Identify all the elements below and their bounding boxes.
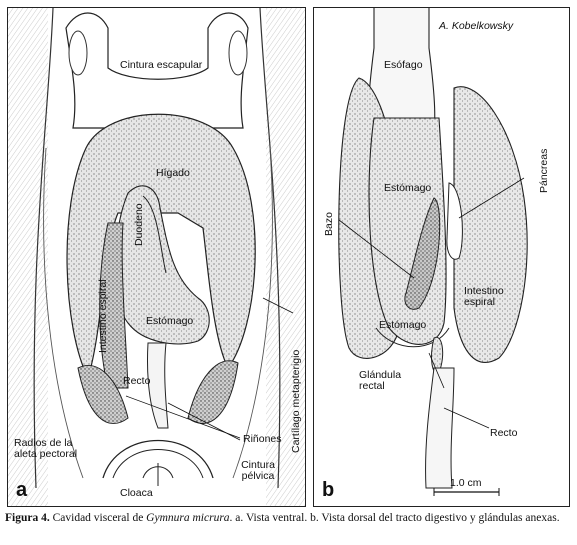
spiral-intestine-shape xyxy=(99,222,129,389)
kidney-right xyxy=(187,360,239,424)
fin-radii-left xyxy=(8,8,48,506)
label-cloaca: Cloaca xyxy=(120,487,153,499)
label-recto: Recto xyxy=(123,375,151,387)
spleen-shape xyxy=(404,197,441,310)
caption-text-after: . a. Vista ventral. b. Vista dorsal del … xyxy=(229,512,560,524)
label-pancreas: Páncreas xyxy=(538,148,550,193)
label-estomago-lower: Estómago xyxy=(379,319,427,331)
label-cintura-escapular: Cintura escapular xyxy=(120,59,203,71)
label-rinones: Riñones xyxy=(243,433,282,445)
label-glandula-rectal: Glándula rectal xyxy=(359,369,402,392)
liver-shape xyxy=(66,113,256,380)
label-intestino-espiral: Intestino espiral xyxy=(464,285,504,308)
label-intestino-espiral: Intestino espiral xyxy=(97,279,109,353)
label-estomago: Estómago xyxy=(146,315,194,327)
panel-a-ventral-view: Cintura escapular Hígado Duodeno Intesti… xyxy=(7,7,306,507)
scale-bar-label: 1.0 cm xyxy=(450,477,482,489)
label-recto: Recto xyxy=(490,427,518,439)
label-estomago-upper: Estómago xyxy=(384,182,432,194)
panel-b-letter: b xyxy=(322,479,335,501)
ventral-dissection-drawing xyxy=(8,8,305,506)
scapular-girdle-shape xyxy=(65,12,249,129)
panel-b-dorsal-view: A. Kobelkowsky Esófago Estómago Bazo Pán… xyxy=(313,7,570,507)
rectum-shape xyxy=(425,367,455,489)
pelvic-girdle-arc xyxy=(102,439,214,479)
kidney-left xyxy=(77,365,129,424)
label-higado: Hígado xyxy=(156,167,190,179)
label-esofago: Esófago xyxy=(384,59,423,71)
fin-radii-right xyxy=(266,8,305,506)
author-credit: A. Kobelkowsky xyxy=(439,20,514,32)
label-radios-aleta-pectoral: Radios de la aleta pectoral xyxy=(14,437,78,460)
label-cintura-pelvica: Cintura pélvica xyxy=(241,459,275,482)
label-cartilago-metapterigio: Cartílago metapterigio xyxy=(290,349,302,453)
figure-caption: Figura 4. Cavidad visceral de Gymnura mi… xyxy=(5,511,575,525)
label-duodeno: Duodeno xyxy=(133,203,145,246)
label-bazo: Bazo xyxy=(323,212,335,236)
caption-text-before: Cavidad visceral de xyxy=(52,512,144,524)
dorsal-tract-drawing xyxy=(338,8,528,496)
pancreas-shape xyxy=(446,182,463,260)
spiral-intestine-shape xyxy=(453,86,528,363)
caption-figure-label: Figura 4. xyxy=(5,512,50,524)
panel-a-letter: a xyxy=(16,479,28,501)
caption-species: Gymnura micrura xyxy=(146,512,230,524)
